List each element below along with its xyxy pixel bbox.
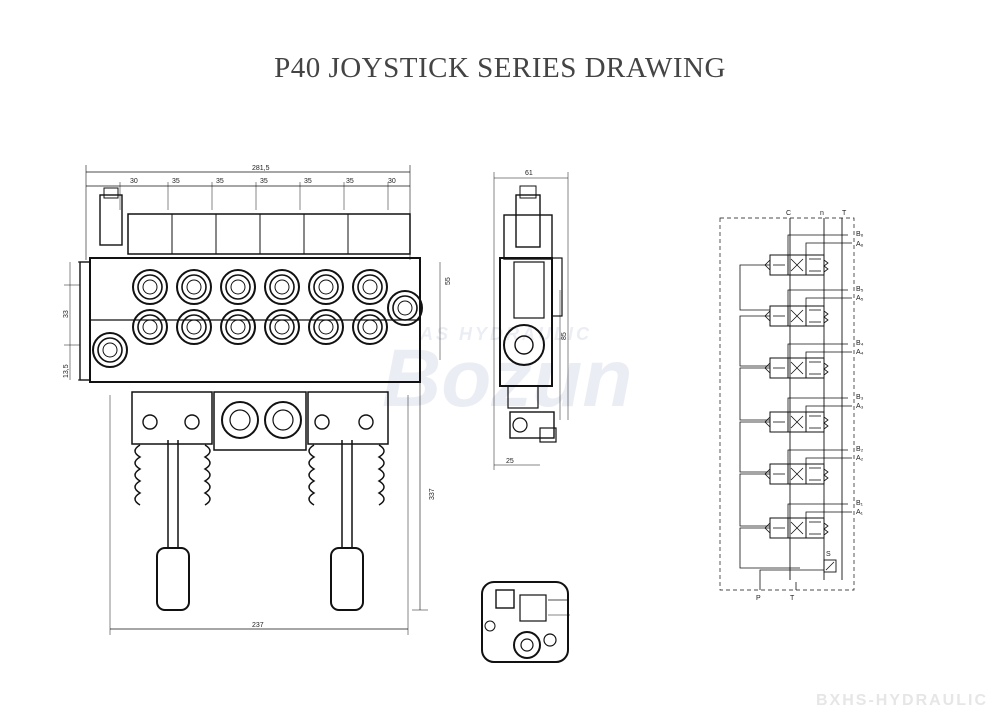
dim-section-1: 30 <box>130 178 138 185</box>
page-title: P40 JOYSTICK SERIES DRAWING <box>274 52 726 84</box>
dim-section-6: 35 <box>346 178 354 185</box>
dim-left-1: 33 <box>63 310 70 318</box>
dim-section-4: 35 <box>260 178 268 185</box>
port-b1: B₁ <box>856 500 864 507</box>
port-a5: A₅ <box>856 295 864 302</box>
port-a6: A₆ <box>856 241 864 248</box>
front-view <box>64 165 441 635</box>
dim-bottom-width: 237 <box>252 622 264 629</box>
watermark-logo-sub: AS HYDRAULIC <box>419 324 592 344</box>
port-a3: A₃ <box>856 403 864 410</box>
dim-section-7: 30 <box>388 178 396 185</box>
port-b2: B₂ <box>856 446 864 453</box>
port-a2: A₂ <box>856 455 864 462</box>
bottom-view <box>481 581 570 663</box>
dim-overall-width: 281,5 <box>252 165 270 172</box>
side-dim-height: 85 <box>561 332 568 340</box>
port-top-n: n <box>820 210 824 217</box>
port-b4: B₄ <box>856 340 864 347</box>
dim-section-2: 35 <box>172 178 180 185</box>
hydraulic-schematic <box>719 217 855 591</box>
port-a1: A₁ <box>856 509 864 516</box>
port-bottom-p: P <box>756 595 761 602</box>
port-top-t: T <box>842 210 847 217</box>
port-b5: B₅ <box>856 286 864 293</box>
side-dim-top: 61 <box>525 170 533 177</box>
dim-right-1: 55 <box>445 277 452 285</box>
port-a4: A₄ <box>856 349 864 356</box>
footer-watermark: BXHS-HYDRAULIC <box>816 692 988 709</box>
side-view <box>493 172 569 470</box>
watermark-logo: Bozun AS HYDRAULIC <box>382 324 632 424</box>
side-dim-bottom: 25 <box>506 458 514 465</box>
port-bottom-t: T <box>790 595 795 602</box>
dim-section-5: 35 <box>304 178 312 185</box>
relief-label: S <box>826 551 831 558</box>
port-b6: B₆ <box>856 231 864 238</box>
dim-height: 337 <box>429 488 436 500</box>
port-top-c: C <box>786 210 791 217</box>
watermark-logo-text: Bozun <box>382 333 632 424</box>
port-b3: B₃ <box>856 394 864 401</box>
dim-section-3: 35 <box>216 178 224 185</box>
dim-left-2: 13,5 <box>63 364 70 378</box>
